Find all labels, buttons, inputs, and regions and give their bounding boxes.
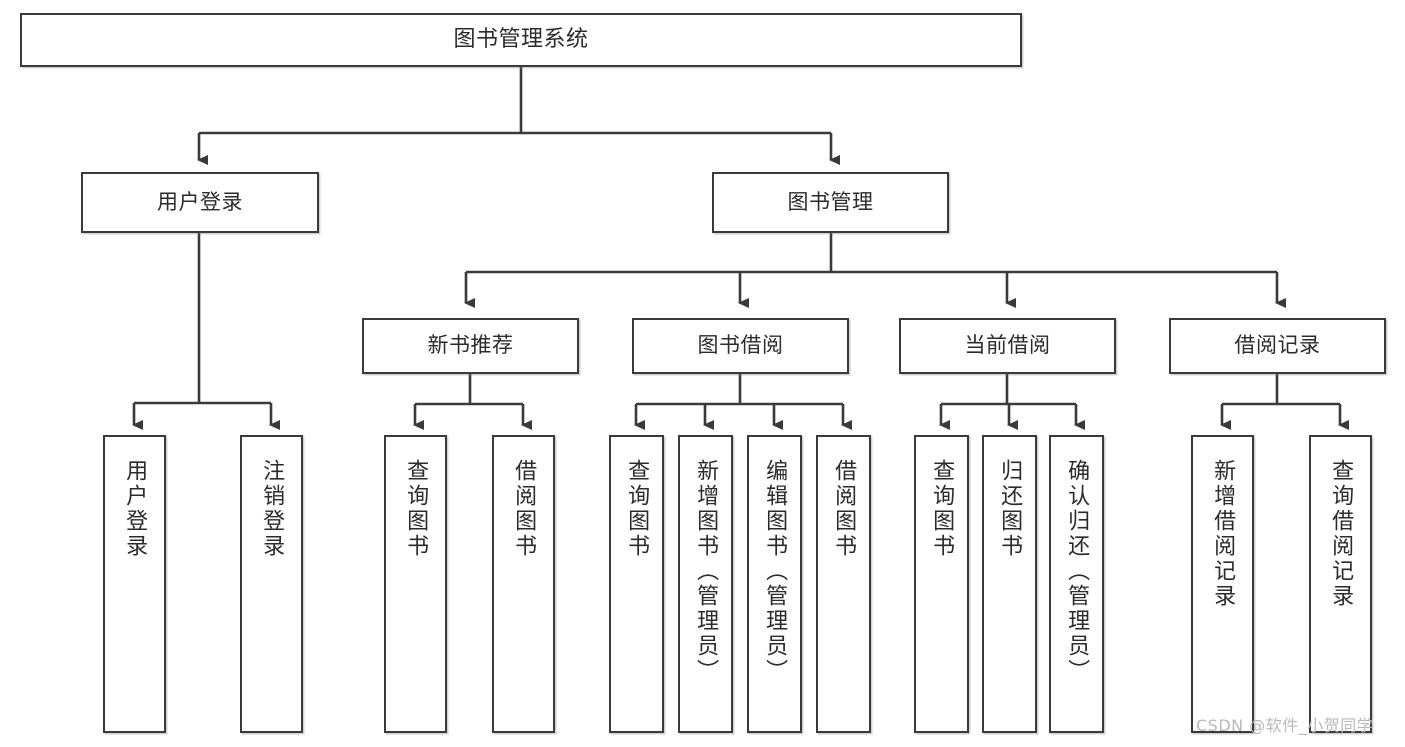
leaf-logout[interactable]: 注销登录 — [240, 435, 303, 733]
leaf-add-book-admin[interactable]: 新增图书（管理员） — [678, 435, 733, 733]
node-book-management-label: 图书管理 — [787, 189, 874, 214]
node-current-borrow-label: 当前借阅 — [964, 333, 1051, 358]
leaf-add-borrow-record-label: 新增借阅记录 — [1210, 459, 1236, 609]
node-borrow-record[interactable]: 借阅记录 — [1169, 318, 1386, 374]
leaf-confirm-return-admin-label: 确认归还（管理员） — [1064, 459, 1090, 684]
leaf-query-book-recommend-label: 查询图书 — [403, 459, 429, 559]
leaf-query-borrow-record-label: 查询借阅记录 — [1328, 459, 1354, 609]
leaf-query-book-current-label: 查询图书 — [929, 459, 955, 559]
leaf-query-book-current[interactable]: 查询图书 — [914, 435, 969, 733]
node-user-login[interactable]: 用户登录 — [81, 172, 319, 233]
node-book-management[interactable]: 图书管理 — [712, 172, 949, 233]
leaf-logout-label: 注销登录 — [259, 459, 285, 559]
leaf-edit-book-admin[interactable]: 编辑图书（管理员） — [747, 435, 802, 733]
node-current-borrow[interactable]: 当前借阅 — [899, 318, 1116, 374]
node-book-borrow-label: 图书借阅 — [697, 333, 784, 358]
leaf-add-borrow-record[interactable]: 新增借阅记录 — [1191, 435, 1254, 733]
node-book-borrow[interactable]: 图书借阅 — [632, 318, 849, 374]
leaf-confirm-return-admin[interactable]: 确认归还（管理员） — [1049, 435, 1104, 733]
leaf-user-login-label: 用户登录 — [122, 459, 148, 559]
leaf-borrow-book-recommend[interactable]: 借阅图书 — [492, 435, 555, 733]
leaf-query-book-borrow-label: 查询图书 — [624, 459, 650, 559]
leaf-return-book-label: 归还图书 — [997, 459, 1023, 559]
node-new-book-recommend[interactable]: 新书推荐 — [362, 318, 579, 374]
leaf-user-login[interactable]: 用户登录 — [103, 435, 166, 733]
node-new-book-recommend-label: 新书推荐 — [427, 333, 514, 358]
leaf-edit-book-admin-label: 编辑图书（管理员） — [762, 459, 788, 684]
leaf-return-book[interactable]: 归还图书 — [982, 435, 1037, 733]
node-root-label: 图书管理系统 — [453, 26, 589, 52]
leaf-add-book-admin-label: 新增图书（管理员） — [693, 459, 719, 684]
leaf-borrow-book[interactable]: 借阅图书 — [816, 435, 871, 733]
leaf-query-borrow-record[interactable]: 查询借阅记录 — [1309, 435, 1372, 733]
leaf-query-book-borrow[interactable]: 查询图书 — [609, 435, 664, 733]
leaf-query-book-recommend[interactable]: 查询图书 — [384, 435, 447, 733]
node-borrow-record-label: 借阅记录 — [1234, 333, 1321, 358]
leaf-borrow-book-label: 借阅图书 — [831, 459, 857, 559]
node-user-login-label: 用户登录 — [157, 189, 243, 214]
node-root[interactable]: 图书管理系统 — [20, 13, 1022, 67]
leaf-borrow-book-recommend-label: 借阅图书 — [511, 459, 537, 559]
